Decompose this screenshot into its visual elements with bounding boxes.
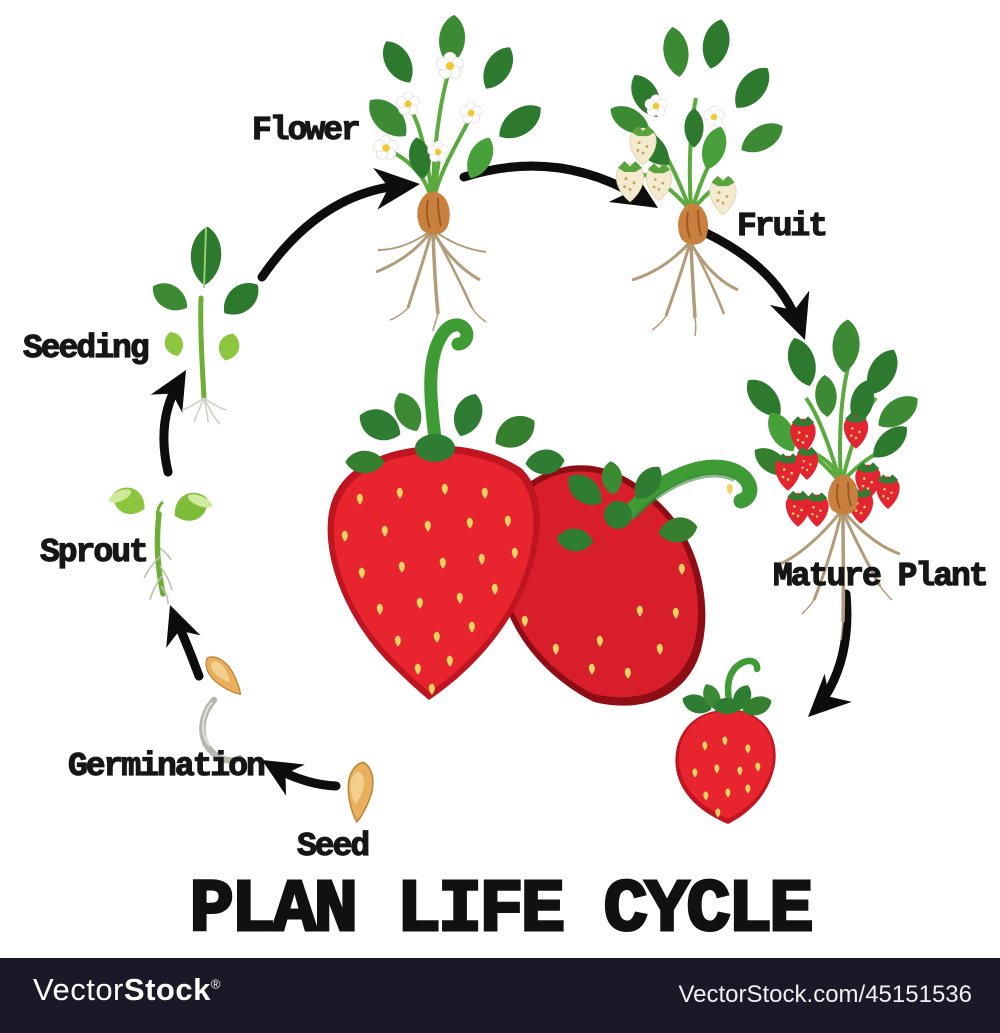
strawberry-long-stem: [622, 459, 758, 520]
strawberry-stem: [424, 318, 474, 453]
brand-bold: Stock: [123, 972, 211, 1007]
label-sprout: Sprout: [39, 533, 149, 571]
label-seeding: Seeding: [22, 329, 150, 367]
arrow-mature-plant-to-strawberry-icon: [794, 589, 852, 732]
arrow-fruit-to-mature-plant-icon: [701, 228, 825, 348]
single-strawberry-illustration: [675, 657, 776, 824]
vectorstock-logo: VectorStock®: [33, 972, 221, 1008]
watermark-url: VectorStock.com/45151536: [678, 981, 972, 1008]
arrow-seeding-to-flower-icon: [257, 163, 423, 282]
arrow-seed-to-germination-icon: [252, 744, 341, 796]
page-title: PLAN LIFE CYCLE: [188, 868, 815, 955]
label-flower: Flower: [251, 111, 361, 149]
seedling-illustration: [146, 225, 267, 425]
seed-illustration: [343, 760, 376, 824]
arrow-germination-to-sprout-icon: [152, 598, 204, 681]
watermark-bar: VectorStock® VectorStock.com/45151536: [0, 958, 1000, 1033]
mature-plant-illustration: [738, 318, 925, 641]
label-seed: Seed: [296, 827, 370, 865]
cycle-arrows: [150, 161, 852, 796]
strawberries-center-illustration: [327, 318, 758, 706]
brand-light: Vector: [33, 972, 124, 1007]
flower-plant-illustration: [360, 13, 549, 332]
registered-mark: ®: [210, 976, 221, 992]
sprout-illustration: [107, 481, 214, 605]
germination-illustration: [199, 650, 249, 764]
label-fruit: Fruit: [736, 207, 828, 245]
label-germination: Germination: [67, 747, 266, 785]
label-mature-plant: Mature Plant: [772, 557, 989, 595]
fruit-plant-illustration: [604, 16, 789, 337]
arrow-sprout-to-seeding-icon: [150, 360, 202, 477]
